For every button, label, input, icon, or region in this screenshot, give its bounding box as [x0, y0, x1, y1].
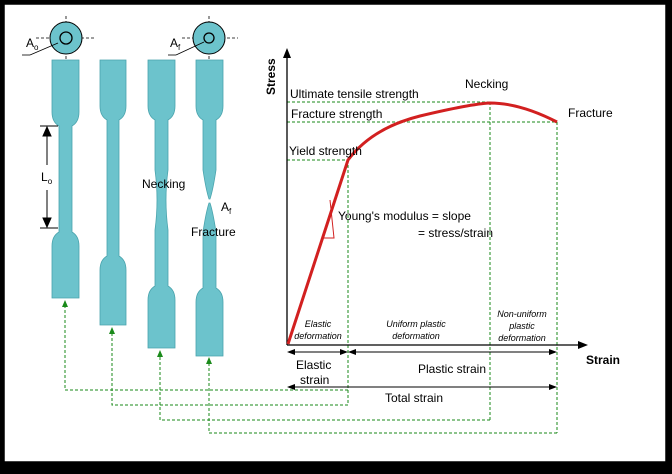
af-neck-label: Af — [221, 200, 232, 216]
uniform-plastic-1: Uniform plastic — [386, 319, 446, 329]
specimen-necking-label: Necking — [142, 177, 185, 191]
elastic-deformation-2: deformation — [294, 331, 342, 341]
total-strain-label: Total strain — [385, 391, 443, 405]
cross-section-af — [168, 16, 238, 60]
nonuniform-2: plastic — [508, 321, 535, 331]
x-axis-label: Strain — [586, 353, 620, 367]
strain-dimension-arrowheads — [287, 349, 557, 390]
necking-curve-label: Necking — [465, 77, 508, 91]
specimen-necked — [147, 59, 176, 349]
nonuniform-3: deformation — [498, 333, 546, 343]
slope-triangle — [323, 199, 335, 239]
stress-strain-curve — [286, 101, 558, 345]
elastic-strain-label-1: Elastic — [296, 358, 331, 372]
strain-dimension-lines — [291, 351, 553, 388]
guide-lines — [64, 101, 558, 434]
youngs-modulus-line2: = stress/strain — [418, 226, 493, 240]
specimen-fractured-upper — [195, 59, 224, 200]
yield-strength-label: Yield strength — [289, 144, 362, 158]
y-axis-label: Stress — [264, 58, 278, 95]
specimen-fractured-lower — [195, 202, 224, 357]
l0-dimension — [40, 125, 58, 229]
specimen-fracture-label: Fracture — [191, 225, 236, 239]
a0-label: Ao — [26, 36, 39, 52]
nonuniform-1: Non-uniform — [497, 309, 547, 319]
fracture-curve-label: Fracture — [568, 106, 613, 120]
plastic-strain-label: Plastic strain — [418, 362, 486, 376]
guide-arrowheads — [62, 300, 212, 364]
axes — [286, 55, 580, 346]
uts-label: Ultimate tensile strength — [290, 87, 419, 101]
fracture-strength-label: Fracture strength — [291, 107, 382, 121]
elastic-deformation-1: Elastic — [305, 319, 332, 329]
l0-label: Lo — [41, 170, 53, 186]
af-top-label: Af — [170, 36, 181, 52]
youngs-modulus-line1: Young's modulus = slope — [338, 209, 471, 223]
elastic-strain-label-2: strain — [300, 373, 329, 387]
specimens — [51, 59, 224, 357]
specimen-original — [51, 59, 80, 299]
uniform-plastic-2: deformation — [392, 331, 440, 341]
specimen-elongated — [99, 59, 127, 326]
deformation-labels: Elastic deformation Uniform plastic defo… — [294, 309, 547, 343]
cross-section-ao — [22, 16, 96, 60]
y-axis-arrow — [283, 48, 291, 58]
x-axis-arrow — [578, 341, 588, 349]
